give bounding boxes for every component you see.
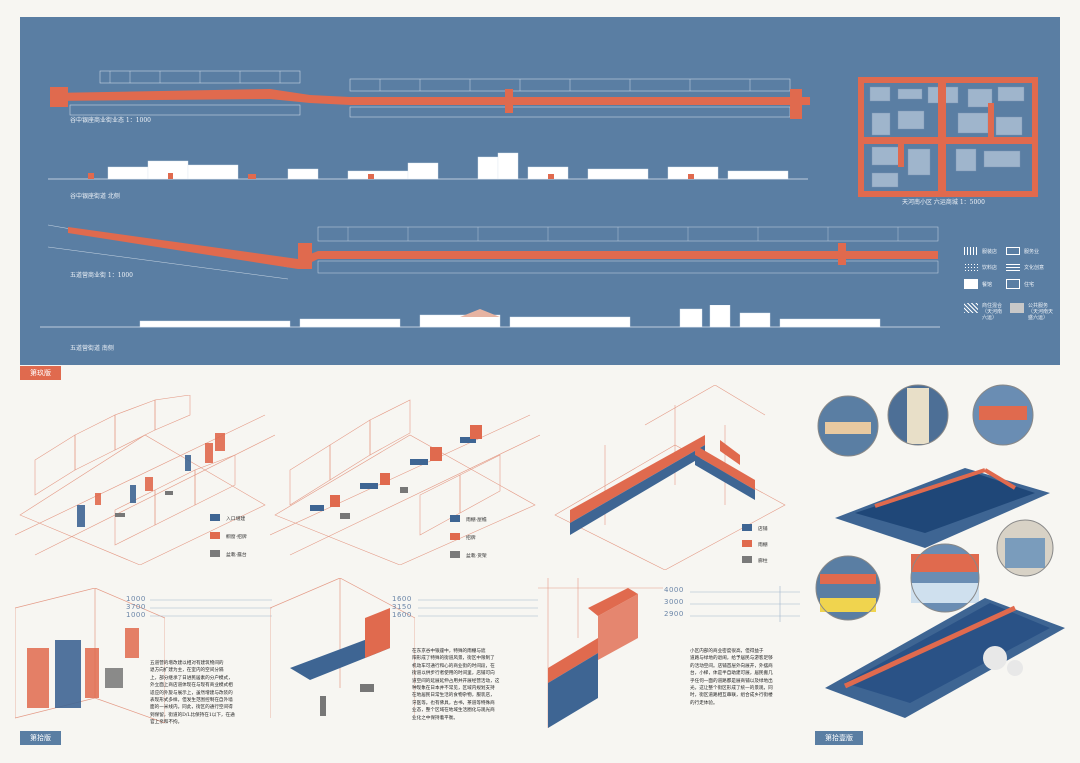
key-label: 店铺 — [758, 527, 768, 532]
map2-caption: 五道营商业街 1：1000 — [70, 272, 133, 279]
key-label: 招牌 — [466, 536, 476, 541]
axonometric-2 — [270, 399, 540, 565]
street-analysis-panel: 谷中银座商业街业态 1：1000 谷中银座街道 北侧 五道营商业 — [20, 17, 1060, 365]
key-label: 廊柱 — [758, 559, 768, 564]
key-label: 雨棚 — [758, 543, 768, 548]
street-section-1 — [150, 599, 272, 617]
dim-2c: 1600 — [392, 611, 412, 619]
detail-perspective-3 — [538, 578, 663, 728]
key-swatch-navy — [742, 524, 752, 531]
vignette-illustrations — [815, 384, 1065, 718]
key-label: 盆栽·露台 — [226, 553, 247, 558]
description-text-3: 小区内部的商业密度很高，但得益于 道路与绿地的退阔，给予居民与游客足够 的活动空… — [690, 649, 773, 706]
solid-white-icon — [964, 279, 978, 289]
key-swatch-grey — [450, 551, 460, 558]
key-swatch-orange — [210, 532, 220, 539]
dim-1a: 1000 — [126, 595, 146, 603]
dim-2b: 3150 — [392, 603, 412, 611]
street-section-3 — [690, 586, 800, 622]
dim-3a: 4000 — [664, 586, 684, 594]
detail-perspective-1 — [15, 588, 165, 723]
elev1-caption: 谷中银座街道 北侧 — [70, 193, 120, 200]
stripes-icon — [1006, 263, 1020, 271]
street-map-wudaoying — [48, 224, 939, 280]
page-tag-9: 第玖版 — [20, 366, 61, 380]
grid-icon — [1006, 247, 1020, 255]
detail-perspective-2 — [270, 578, 415, 718]
outline-icon — [1006, 279, 1020, 289]
description-text-1: 五道营的增改建以相对有建筑物间的 退方向扩建为主，在室内的空间分隔 上，部分继承… — [150, 661, 235, 726]
key-swatch-grey — [210, 550, 220, 557]
dots-icon — [964, 263, 978, 271]
description-text-2: 在东京谷中银座中，特殊的雨棚与遮 阳形成了特殊的街道风景，街区中限制了 机动车可… — [412, 649, 500, 721]
map1-caption: 谷中银座商业街业态 1：1000 — [70, 117, 151, 124]
hatch-icon — [964, 247, 978, 255]
axonometric-3 — [554, 385, 786, 570]
dim-1b: 3700 — [126, 603, 146, 611]
mixed-icon — [964, 303, 978, 313]
dim-3b: 3000 — [664, 598, 684, 606]
street-map-yanaka — [50, 70, 810, 119]
elev2-caption: 五道营街道 南侧 — [70, 345, 114, 352]
key-swatch-orange — [450, 533, 460, 540]
key-label: 入口增建 — [226, 517, 246, 522]
dim-1c: 1000 — [126, 611, 146, 619]
public-icon — [1010, 303, 1024, 313]
dim-2a: 1600 — [392, 595, 412, 603]
axonometric-1 — [15, 395, 275, 565]
street-section-2 — [418, 599, 538, 617]
key-swatch-navy — [450, 515, 460, 522]
key-label: 盆栽·货架 — [466, 554, 487, 559]
elevation-wudaoying — [40, 305, 940, 328]
key-swatch-grey — [742, 556, 752, 563]
key-swatch-navy — [210, 514, 220, 521]
elevation-yanaka — [48, 152, 808, 180]
key-label: 橱窗·招牌 — [226, 535, 247, 540]
page-tag-11: 第拾壹版 — [815, 731, 863, 745]
page-tag-10: 第拾版 — [20, 731, 61, 745]
key-label: 雨棚·屋檐 — [466, 518, 487, 523]
key-swatch-orange — [742, 540, 752, 547]
district-map-tianhenan — [858, 77, 1038, 197]
map3-caption: 天河南小区 六运商城 1：5000 — [902, 199, 985, 206]
dim-3c: 2900 — [664, 610, 684, 618]
legend: 服装店 服务业 饮料店 文化创意 餐馆 住宅 商住混合（天河南六运） 公共服务（… — [964, 247, 1056, 357]
